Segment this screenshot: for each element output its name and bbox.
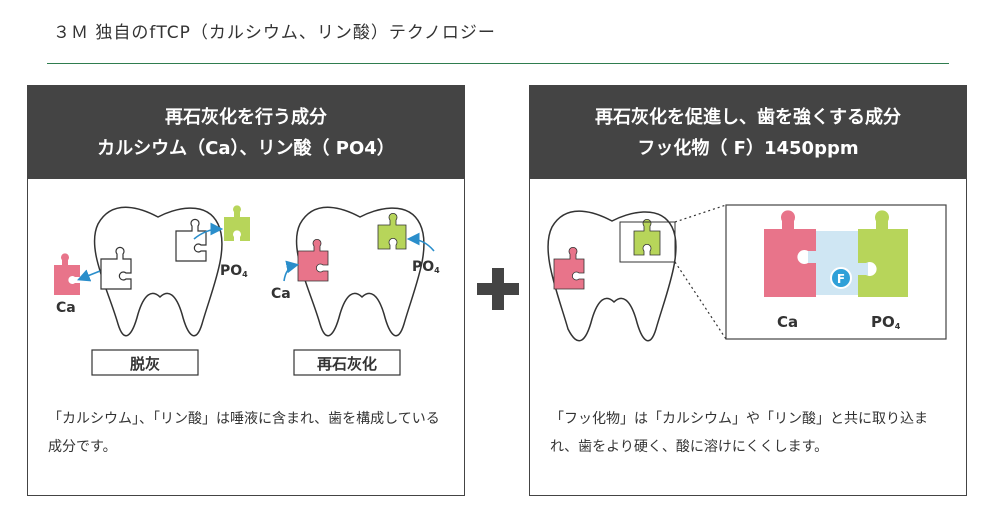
tooth-1-hole-left bbox=[100, 246, 132, 290]
demineralization-label: 脱灰 bbox=[130, 355, 160, 373]
fluoride-panel-header: 再石灰化を促進し、歯を強くする成分 フッ化物（ F）1450ppm bbox=[530, 86, 966, 179]
plus-icon bbox=[477, 268, 519, 310]
zoom-line-bottom bbox=[674, 261, 727, 340]
po-arrow-icon bbox=[193, 222, 224, 240]
fluoride-diagram: F Ca PO4 bbox=[547, 204, 947, 342]
po-label: PO4 bbox=[871, 313, 901, 331]
panel-heading-line1: 再石灰化を行う成分 bbox=[165, 106, 327, 128]
demineralization-diagram: Ca PO4 Ca PO4 脱灰 再石灰化 bbox=[54, 205, 440, 376]
po-puzzle-piece-icon bbox=[633, 218, 661, 256]
ca-label-left: Ca bbox=[56, 300, 76, 316]
tooth-2-outline bbox=[295, 206, 425, 337]
remineralization-panel-body: Ca PO4 Ca PO4 脱灰 再石灰化 「カルシウム」、「リン酸」は唾液に含… bbox=[28, 179, 464, 495]
fluoride-badge-label: F bbox=[837, 272, 845, 286]
ca-label-right: Ca bbox=[271, 286, 291, 302]
page-title: ３Ｍ 独自のfTCP（カルシウム、リン酸）テクノロジー bbox=[53, 23, 496, 43]
remineralization-panel: 再石灰化を行う成分 カルシウム（Ca）、リン酸（ PO4） Ca PO4 bbox=[27, 85, 465, 496]
panel-heading-line2: カルシウム（Ca）、リン酸（ PO4） bbox=[97, 137, 395, 159]
ca-puzzle-piece-filled-icon bbox=[297, 238, 329, 282]
fluoride-badge-icon bbox=[830, 267, 852, 289]
zoom-line-top bbox=[674, 204, 727, 223]
remineralization-panel-header: 再石灰化を行う成分 カルシウム（Ca）、リン酸（ PO4） bbox=[28, 86, 464, 179]
remineralization-label-box bbox=[293, 349, 401, 376]
po-puzzle-piece-filled-icon bbox=[377, 212, 407, 250]
tooth-outline bbox=[547, 210, 677, 342]
ca-in-arrow-icon bbox=[283, 260, 300, 282]
fluoride-description: 「フッ化物」は「カルシウム」や「リン酸」と共に取り込まれ、歯をより硬く、酸に溶け… bbox=[550, 411, 928, 455]
ca-arrow-icon bbox=[77, 269, 101, 282]
tooth-1-outline bbox=[93, 206, 223, 337]
ca-large-puzzle-piece-icon bbox=[764, 210, 816, 297]
po-label-left: PO4 bbox=[220, 263, 248, 279]
zoom-frame bbox=[619, 221, 676, 263]
fluoride-panel-body: F Ca PO4 「フッ化物」は「カルシウム」や「リン酸」と共に取り込まれ、歯を… bbox=[530, 179, 966, 495]
tooth-1-hole-right bbox=[175, 218, 207, 262]
ca-label: Ca bbox=[777, 313, 798, 331]
panel-heading-line1: 再石灰化を促進し、歯を強くする成分 bbox=[595, 106, 901, 128]
panel-heading-line2: フッ化物（ F）1450ppm bbox=[637, 137, 859, 159]
remineralization-description: 「カルシウム」、「リン酸」は唾液に含まれ、歯を構成している成分です。 bbox=[48, 411, 440, 455]
po-label-right: PO4 bbox=[412, 259, 440, 275]
title-divider bbox=[47, 63, 949, 64]
remineralization-label: 再石灰化 bbox=[317, 355, 377, 373]
po-puzzle-piece-icon bbox=[224, 205, 250, 241]
ca-puzzle-piece-icon bbox=[54, 253, 80, 295]
demineralization-label-box bbox=[91, 349, 199, 376]
po-large-puzzle-piece-icon bbox=[858, 210, 908, 297]
po-in-arrow-icon bbox=[406, 232, 435, 252]
fluoride-panel: 再石灰化を促進し、歯を強くする成分 フッ化物（ F）1450ppm F Ca P… bbox=[529, 85, 967, 496]
ca-puzzle-piece-icon bbox=[553, 246, 585, 290]
